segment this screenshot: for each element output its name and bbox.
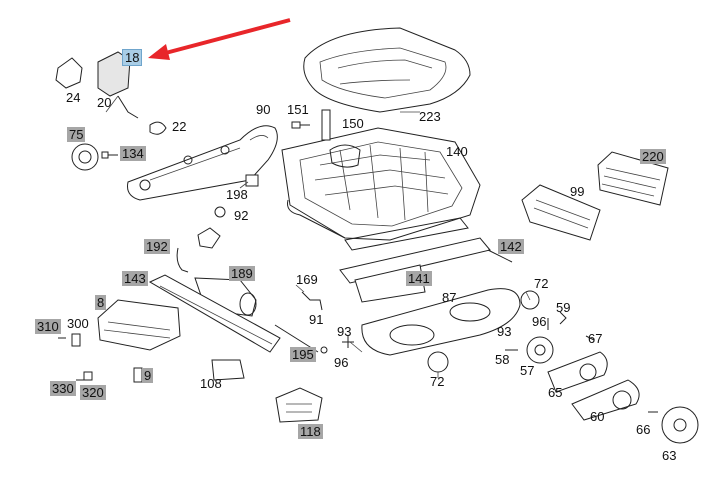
part-label: 198 <box>226 187 248 202</box>
part-label: 72 <box>430 374 445 389</box>
part-label: 65 <box>548 385 563 400</box>
part-label: 59 <box>556 300 571 315</box>
part-label: 223 <box>419 109 441 124</box>
part-label: 72 <box>534 276 549 291</box>
part-label: 75 <box>67 127 86 142</box>
part-label: 300 <box>67 316 89 331</box>
part-label: 142 <box>498 239 524 254</box>
seat-frame-part <box>281 127 481 251</box>
part-label: 320 <box>80 385 106 400</box>
part-label: 57 <box>520 363 535 378</box>
part-label: 90 <box>256 102 271 117</box>
gear-part <box>71 143 118 171</box>
control-unit-part <box>58 299 181 383</box>
part-label: 108 <box>200 376 222 391</box>
part-label: 169 <box>296 272 318 287</box>
part-label: 141 <box>406 271 432 286</box>
cable-part <box>176 227 221 273</box>
part-label: 18 <box>122 49 143 66</box>
part-label: 20 <box>97 95 112 110</box>
part-label: 9 <box>142 368 154 383</box>
part-label: 189 <box>229 266 255 281</box>
side-rail-part <box>127 125 278 201</box>
red-arrow-head <box>148 44 170 60</box>
module-box-part <box>521 151 669 241</box>
part-label: 150 <box>342 116 364 131</box>
seat-cushion-part <box>303 27 471 113</box>
part-label: 87 <box>442 290 457 305</box>
part-label: 66 <box>636 422 651 437</box>
part-label: 92 <box>234 208 249 223</box>
part-label: 63 <box>662 448 677 463</box>
part-label: 58 <box>495 352 510 367</box>
part-label: 151 <box>287 102 309 117</box>
part-label: 24 <box>66 90 81 105</box>
part-label: 310 <box>35 319 61 334</box>
part-label: 22 <box>172 119 187 134</box>
part-label: 91 <box>309 312 324 327</box>
recliner-assembly-part <box>505 311 699 444</box>
part-label: 118 <box>298 424 323 439</box>
long-rail-part <box>148 274 281 353</box>
part-label: 93 <box>497 324 512 339</box>
part-label: 330 <box>50 381 76 396</box>
fasteners-part <box>214 109 331 218</box>
leader-lines <box>105 95 531 378</box>
part-label: 99 <box>570 184 585 199</box>
switch-part <box>275 387 323 423</box>
part-label: 220 <box>640 149 666 164</box>
red-arrow <box>157 18 291 57</box>
part-label: 60 <box>590 409 605 424</box>
part-label: 96 <box>334 355 349 370</box>
part-label: 143 <box>122 271 148 286</box>
part-label: 134 <box>120 146 146 161</box>
part-label: 93 <box>337 324 352 339</box>
part-label: 192 <box>144 239 170 254</box>
part-label: 140 <box>446 144 468 159</box>
part-label: 96 <box>532 314 547 329</box>
part-label: 195 <box>290 347 316 362</box>
connector-part <box>211 359 245 381</box>
part-label: 8 <box>95 295 107 310</box>
part-label: 67 <box>588 331 603 346</box>
